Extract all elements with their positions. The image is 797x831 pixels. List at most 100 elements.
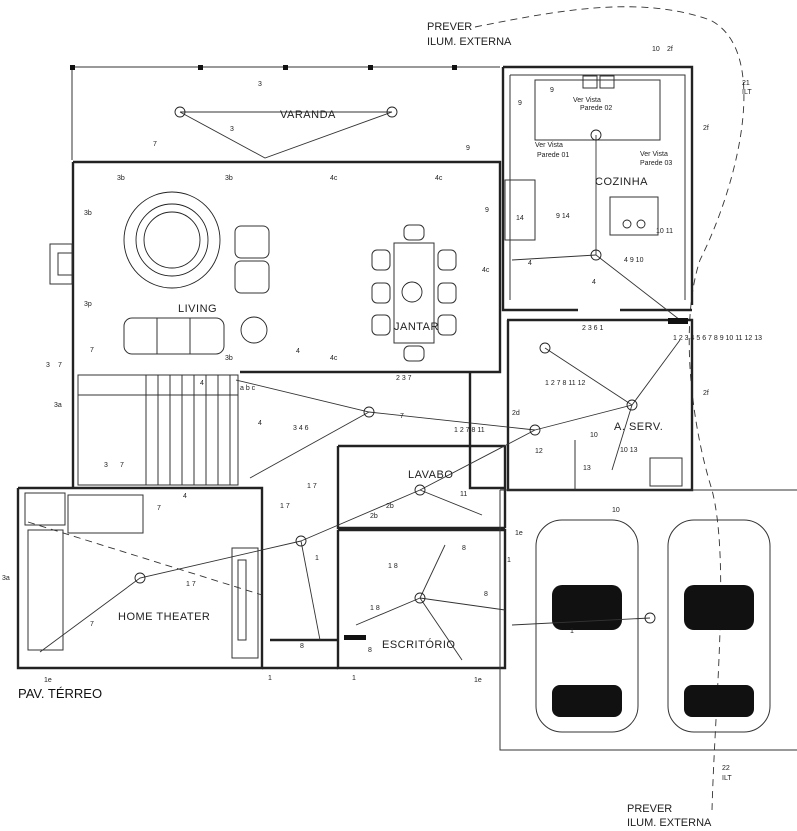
svg-text:8: 8 [300,643,304,650]
plant [240,316,268,344]
ht-tv-panel [231,547,259,659]
svg-text:1 8: 1 8 [370,605,380,612]
svg-text:4: 4 [183,493,187,500]
fireplace [49,243,73,285]
living-wall [73,160,502,374]
svg-text:1e: 1e [515,530,523,537]
svg-text:4 9 10: 4 9 10 [624,257,644,264]
lavabo-wall [336,446,505,530]
car-right [667,519,771,733]
column [198,65,203,70]
stair-steps [78,375,238,485]
svg-text:4: 4 [258,420,262,427]
svg-text:11: 11 [460,491,467,498]
svg-text:9: 9 [485,207,489,214]
ht-armchairs [67,494,144,534]
kitchen-inner [510,74,686,300]
note-prever-top-2: ILUM. EXTERNA [427,36,512,48]
distribution-panel [668,318,688,324]
garage-outline [499,490,797,751]
column [70,65,75,70]
svg-text:a b c: a b c [240,385,256,392]
washer [649,457,683,487]
car-left [535,519,639,733]
round-table [135,203,209,277]
svg-text:ILT: ILT [742,89,752,96]
svg-text:ILT: ILT [722,775,732,782]
lamp-points [134,106,656,624]
dining-chairs [371,224,457,362]
ht-tv [237,559,247,641]
svg-text:7: 7 [58,362,62,369]
svg-text:1 8: 1 8 [388,563,398,570]
svg-text:3 4 6: 3 4 6 [293,425,309,432]
column [452,65,457,70]
svg-text:4: 4 [592,279,596,286]
svg-text:3b: 3b [117,175,125,182]
svg-text:9: 9 [466,145,470,152]
svg-text:1: 1 [268,675,272,682]
svg-text:2b: 2b [370,513,378,520]
sink-left [582,75,598,89]
burner [622,219,632,229]
table-centerpiece [401,281,423,303]
room-living: LIVING [178,303,217,315]
svg-text:4c: 4c [330,355,338,362]
ht-projection-line [27,521,263,596]
svg-text:1 7: 1 7 [186,581,196,588]
note-prever-bottom-1: PREVER [627,803,672,815]
svg-text:10: 10 [652,46,660,53]
svg-text:3: 3 [104,462,108,469]
svg-text:13: 13 [583,465,591,472]
external-lighting-dashed-circuit [474,6,745,811]
svg-text:4c: 4c [435,175,443,182]
svg-text:2 3 7: 2 3 7 [396,375,412,382]
svg-text:4c: 4c [482,267,490,274]
living-sofa [123,317,225,355]
svg-text:7: 7 [400,413,404,420]
svg-text:3b: 3b [225,355,233,362]
svg-text:22: 22 [722,765,730,772]
round-rug [123,191,221,289]
svg-text:9: 9 [518,100,522,107]
kitchen-left-wall [501,67,578,312]
svg-text:9 14: 9 14 [556,213,570,220]
svg-text:10: 10 [612,507,620,514]
circuit-annotations: 21 ILT 22 ILT 10 2f 2f 2f 9 9 9 9 14 9 1… [2,46,762,782]
svg-text:7: 7 [157,505,161,512]
svg-text:14: 14 [516,215,524,222]
svg-text:3a: 3a [2,575,10,582]
room-home-theater: HOME THEATER [118,611,210,623]
note-parede-01-line2: Parede 01 [537,152,569,159]
svg-text:3: 3 [230,126,234,133]
svg-text:1 7: 1 7 [307,483,317,490]
armchair [234,225,270,259]
svg-text:1e: 1e [474,677,482,684]
svg-text:4c: 4c [330,175,338,182]
svg-text:1 7: 1 7 [280,503,290,510]
svg-text:1: 1 [570,628,574,635]
svg-text:8: 8 [368,647,372,654]
svg-text:10: 10 [590,432,598,439]
escritorio-wall [336,528,507,670]
wiring [39,111,681,661]
svg-text:7: 7 [153,141,157,148]
svg-text:3: 3 [258,81,262,88]
svg-text:2 3 6 1: 2 3 6 1 [582,325,604,332]
sofa [27,529,64,651]
svg-text:2b: 2b [386,503,394,510]
room-jantar: JANTAR [394,321,439,333]
note-parede-02-line2: Parede 02 [580,105,612,112]
burner [636,219,646,229]
svg-text:1 2 3 4 5 6 7 8 9 10 11 12 13: 1 2 3 4 5 6 7 8 9 10 11 12 13 [673,335,762,342]
svg-text:4: 4 [528,260,532,267]
note-prever-top-1: PREVER [427,21,472,33]
svg-text:3b: 3b [225,175,233,182]
floor-label: PAV. TÉRREO [18,686,102,701]
svg-text:4: 4 [200,380,204,387]
hall-wall [468,372,505,490]
service-area-wall [506,318,694,492]
svg-text:7: 7 [90,347,94,354]
svg-text:8: 8 [462,545,466,552]
